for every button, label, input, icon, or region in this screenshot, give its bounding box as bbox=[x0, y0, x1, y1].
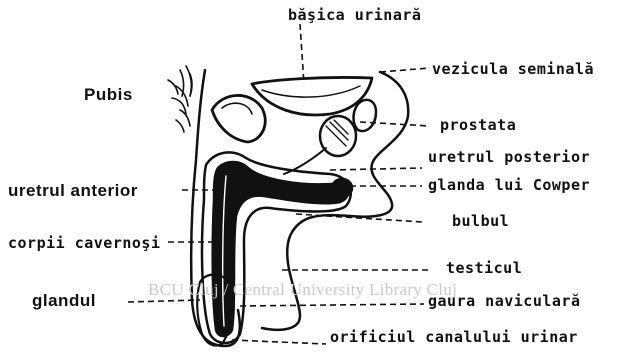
label-uretrul-posterior: uretrul posterior bbox=[428, 150, 590, 165]
label-bulbul: bulbul bbox=[452, 214, 509, 229]
label-vezicula-seminala: vezicula seminală bbox=[432, 62, 594, 77]
watermark: BCU Cluj / Central University Library Cl… bbox=[148, 280, 457, 300]
cowper-gland bbox=[332, 179, 352, 197]
label-orificiul-canalului-urinar: orificiul canalului urinar bbox=[330, 330, 578, 345]
label-corpii-cavernosi: corpii cavernoşi bbox=[8, 236, 161, 251]
label-prostata: prostata bbox=[440, 118, 516, 133]
pubic-hair bbox=[168, 66, 192, 132]
prostate bbox=[320, 116, 356, 156]
anterior-urethra bbox=[213, 162, 348, 336]
pubic-bone bbox=[212, 95, 265, 142]
label-glanda-lui-cowper: glanda lui Cowper bbox=[428, 178, 590, 193]
label-basica-urinara: băşica urinară bbox=[288, 8, 421, 23]
label-testicul: testicul bbox=[446, 261, 522, 276]
label-glandul: glandul bbox=[32, 292, 96, 309]
label-gaura-naviculara: gaura naviculară bbox=[428, 294, 581, 309]
seminal-vesicle bbox=[354, 100, 377, 131]
label-uretrul-anterior: uretrul anterior bbox=[8, 182, 138, 199]
label-pubis: Pubis bbox=[84, 86, 133, 103]
